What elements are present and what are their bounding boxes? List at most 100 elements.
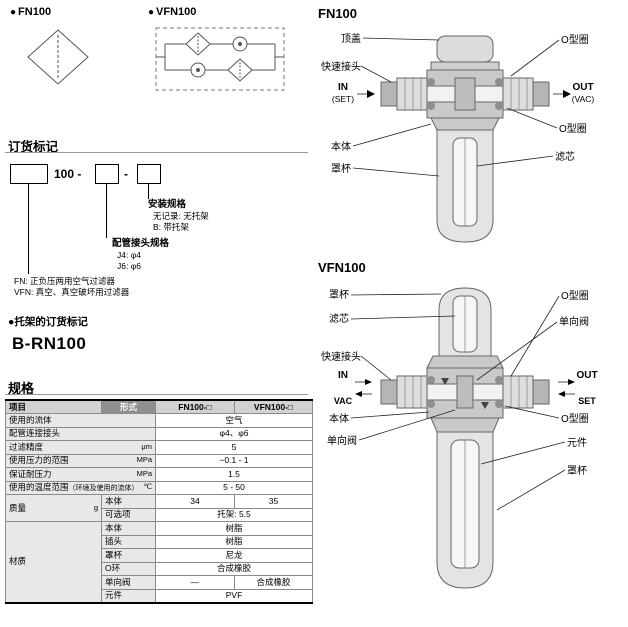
vfn-label-cup-bottom: 罩杯 — [567, 464, 587, 477]
model-base-code: 100 - — [54, 167, 82, 181]
connector-line-series — [28, 184, 29, 274]
fn-label-top-cover: 顶盖 — [341, 32, 361, 45]
spec-value: 空气 — [155, 413, 313, 428]
col-fn100: FN100-□ — [155, 399, 235, 414]
specs-table-wrap: 项目 形式 FN100-□ VFN100-□ 使用的流体 空气 配管连接接头 φ… — [5, 399, 313, 604]
col-model: 形式 — [101, 399, 156, 414]
model-series-box — [10, 164, 48, 184]
spec-unit: MPa — [136, 468, 152, 478]
col-item: 项目 — [5, 399, 102, 414]
ordering-divider — [5, 152, 308, 153]
spec-value: 5 - 50 — [155, 480, 313, 495]
vfn-label-check-valve-bottom: 单向阀 — [327, 434, 357, 447]
spec-label: 配管连接接头 — [9, 428, 61, 439]
fn-label-element: 滤芯 — [555, 150, 575, 163]
bracket-model-code: B-RN100 — [12, 334, 87, 353]
spec-value-vfn: 35 — [234, 494, 313, 509]
series-option-vfn: VFN: 真空、真空破坏用过滤器 — [14, 287, 130, 298]
spec-unit: g — [93, 502, 98, 512]
vfn-diagram-title: VFN100 — [318, 260, 366, 275]
ordering-title: 订货标记 — [8, 140, 59, 154]
specs-header-row: 项目 形式 FN100-□ VFN100-□ — [5, 399, 313, 414]
fitting-option-j4: J4: φ4 — [117, 249, 141, 260]
fn-label-out-sub: (VAC) — [572, 94, 595, 104]
connector-line-mount — [148, 184, 149, 199]
spec-row-proof-pressure: 保证耐压力 MPa 1.5 — [5, 467, 313, 482]
spec-row-material-oring: O环 合成橡胶 — [6, 561, 313, 576]
spec-sublabel: 元件 — [101, 588, 156, 603]
specs-table: 项目 形式 FN100-□ VFN100-□ 使用的流体 空气 配管连接接头 φ… — [5, 399, 313, 604]
spec-value: 5 — [155, 440, 313, 455]
fn-label-cup: 罩杯 — [331, 162, 351, 175]
spec-sublabel: 单向阀 — [101, 575, 156, 590]
vfn-label-oring-top: O型圈 — [561, 289, 589, 302]
vfn-label-in: IN — [338, 370, 348, 381]
spec-value: PVF — [155, 588, 313, 603]
spec-row-material-element: 元件 PVF — [6, 588, 313, 603]
vfn-label-cup-top: 罩杯 — [329, 288, 349, 301]
mount-spec-title: 安装规格 — [148, 199, 187, 210]
spec-label: 使用的温度范围 — [9, 482, 69, 493]
fn-symbol-label: ●FN100 — [10, 6, 51, 18]
vfn-label-quick-fitting: 快速接头 — [321, 350, 361, 363]
vfn-label-out: OUT — [576, 370, 597, 381]
spec-sublabel: 罩杯 — [101, 548, 156, 563]
bullet-icon: ● — [148, 7, 155, 18]
vfn-cross-section: 罩杯 滤芯 O型圈 单向阀 快速接头 IN VAC OUT SET 本体 O型圈… — [321, 287, 598, 589]
series-spec-block: FN: 正负压两用空气过滤器 VFN: 真空、真空破坏用过滤器 — [14, 276, 129, 298]
specs-divider — [5, 394, 308, 395]
model-fitting-box — [95, 164, 119, 184]
vfn-label-check-valve-top: 单向阀 — [559, 315, 589, 328]
spec-row-temperature: 使用的温度范围（环境及使用的流体）℃ 5 - 50 — [5, 480, 313, 495]
vfn-label-oring-right: O型圈 — [561, 412, 589, 425]
spec-row-material-body: 材质 本体 树脂 — [5, 521, 313, 603]
spec-sublabel: 本体 — [101, 521, 156, 536]
spec-label-note: （环境及使用的流体） — [68, 485, 139, 493]
fn-diagram-title: FN100 — [318, 6, 358, 21]
spec-value: 1.5 — [155, 467, 313, 482]
spec-value-fn: 34 — [155, 494, 235, 509]
col-vfn100: VFN100-□ — [234, 399, 313, 414]
fn-label-quick-fitting: 快速接头 — [321, 60, 361, 73]
vfn-label-out-sub: SET — [578, 396, 596, 406]
vfn-circuit-symbol — [155, 27, 285, 91]
vfn-label-in-sub: VAC — [334, 396, 353, 406]
spec-label: 使用压力的范围 — [9, 455, 69, 466]
spec-label: 质量 — [9, 502, 27, 513]
fn-label-in-sub: (SET) — [332, 94, 354, 104]
specs-title: 规格 — [8, 381, 35, 396]
vfn-symbol-text: VFN100 — [156, 6, 197, 18]
fn-label-body: 本体 — [331, 140, 351, 153]
fn-label-oring-right: O型圈 — [559, 122, 587, 135]
spec-row-material-checkvalve: 单向阀 — 合成橡胶 — [6, 575, 313, 590]
spec-value: 树脂 — [155, 534, 313, 549]
spec-label: 保证耐压力 — [9, 468, 52, 479]
fitting-spec-block: 配管接头规格 J4: φ4 J6: φ6 — [112, 238, 169, 272]
spec-value: 合成橡胶 — [155, 561, 313, 576]
spec-value: −0.1 - 1 — [155, 453, 313, 468]
spec-value: 树脂 — [155, 521, 313, 536]
spec-row-material-cup: 罩杯 尼龙 — [6, 548, 313, 563]
mount-spec-block: 安装规格 无记录: 无托架 B: 带托架 — [148, 199, 209, 233]
spec-sublabel: 可选项 — [101, 507, 156, 522]
spec-row-mass-option: 可选项 托架: 5.5 — [6, 507, 313, 522]
spec-unit: μm — [141, 441, 152, 451]
vfn-label-body: 本体 — [329, 412, 349, 425]
spec-value-vfn: 合成橡胶 — [234, 575, 313, 590]
vfn-label-element-bottom: 元件 — [567, 437, 587, 449]
spec-value: φ4、φ6 — [155, 426, 313, 441]
spec-sublabel: 插头 — [101, 534, 156, 549]
spec-label: 使用的流体 — [9, 414, 52, 425]
fn-label-out: OUT — [572, 82, 593, 93]
spec-sublabel: O环 — [101, 561, 156, 576]
fn-symbol-text: FN100 — [18, 6, 52, 18]
bullet-icon: ● — [10, 7, 17, 18]
model-mount-box — [137, 164, 161, 184]
vfn-symbol-label: ●VFN100 — [148, 6, 196, 18]
spec-value: 托架: 5.5 — [155, 507, 313, 522]
fitting-spec-title: 配管接头规格 — [112, 238, 170, 249]
spec-sublabel: 本体 — [101, 494, 156, 509]
